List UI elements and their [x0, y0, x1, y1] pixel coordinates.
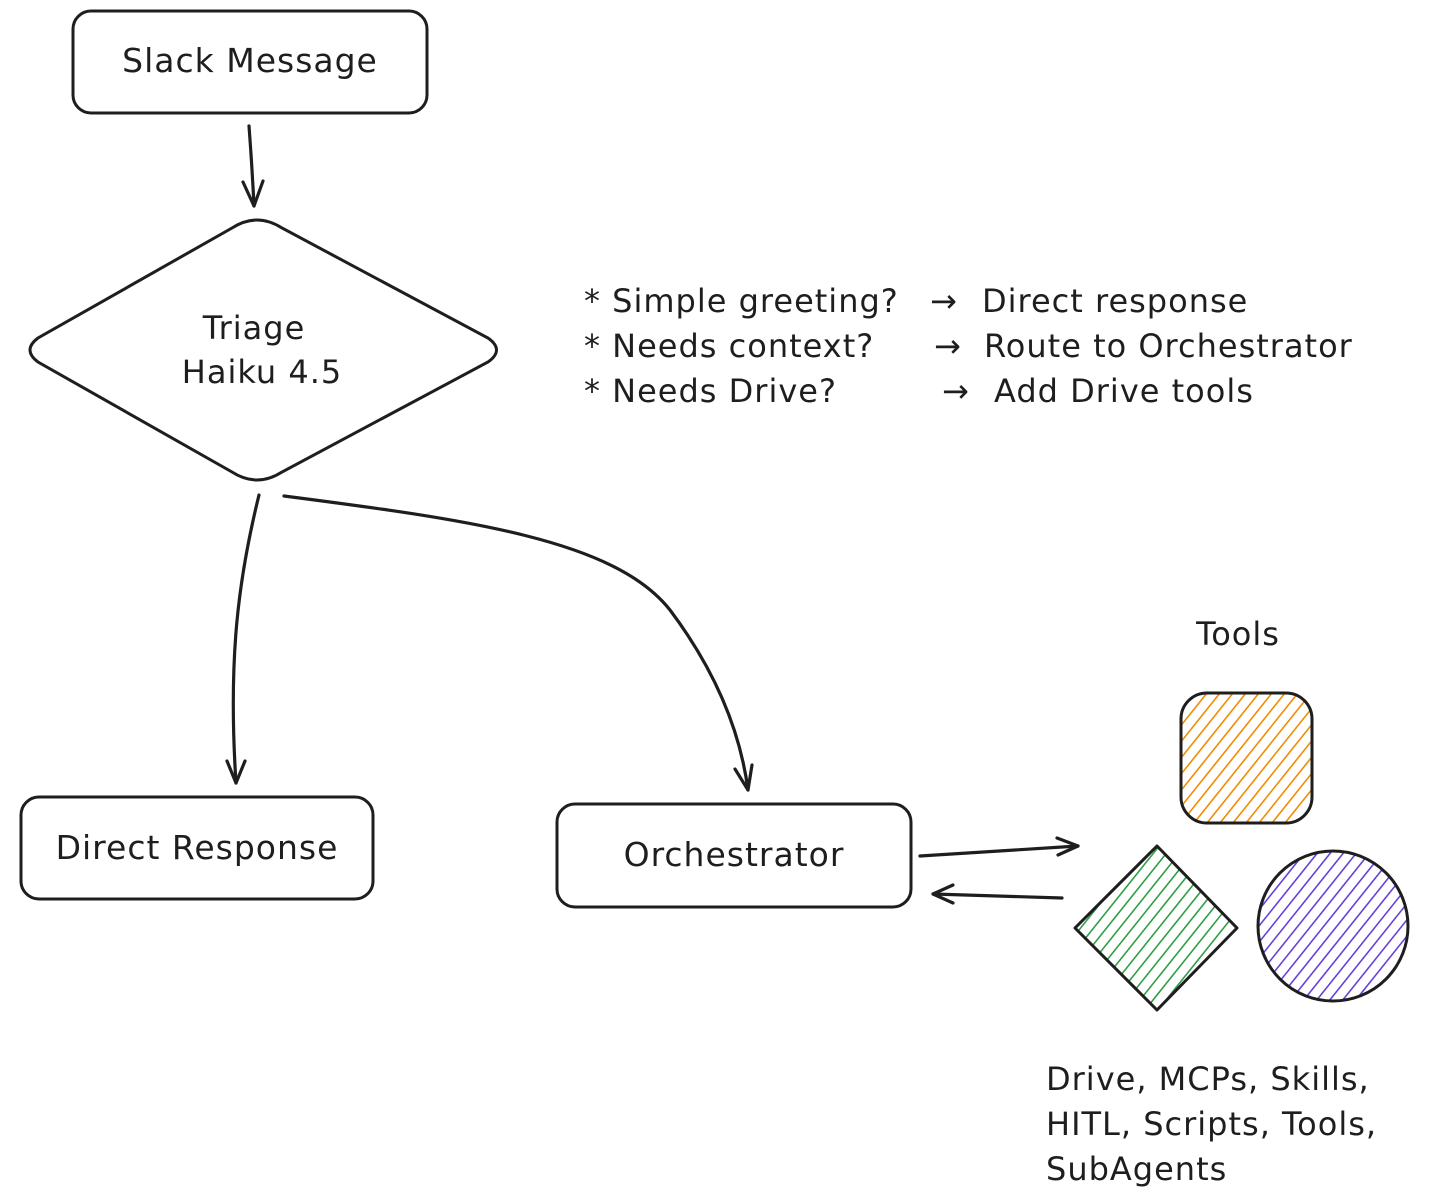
tools-caption-line-2: HITL, Scripts, Tools, [1046, 1105, 1377, 1143]
square-hatch-line [1181, 693, 1182, 823]
diamond-hatch-line [1075, 846, 1108, 1010]
edge-slack-to-triage [241, 124, 265, 208]
square-hatch-line [1181, 693, 1208, 823]
circle-hatch-line [1258, 851, 1307, 1001]
diamond-hatch-line [1075, 846, 1173, 1010]
square-hatch-line [1245, 693, 1312, 823]
edge-triage-to-orchestrator [282, 494, 754, 792]
square-hatch-line [1206, 693, 1312, 823]
circle-hatch-line [1393, 851, 1408, 1001]
diamond-hatch-line [911, 846, 1042, 1010]
diamond-hatch-line [1157, 846, 1237, 1010]
rule-1-arrow: → [930, 282, 958, 320]
tool-square-shape [1051, 691, 1314, 825]
rule-3-condition: * Needs Drive? [584, 372, 837, 410]
square-hatch-line [1181, 693, 1286, 823]
square-hatch-line [1193, 693, 1299, 823]
diamond-hatch-line [1131, 846, 1237, 1010]
edge-orchestrator-to-tools [918, 836, 1080, 858]
circle-hatch-line [1258, 851, 1346, 1001]
triage-rules: * Simple greeting? → Direct response * N… [584, 282, 1353, 410]
diamond-hatch-line [1079, 846, 1212, 1010]
triage-decision-node: Triage Haiku 4.5 [28, 218, 498, 482]
tools-caption-line-1: Drive, MCPs, Skills, [1046, 1060, 1370, 1098]
square-hatch-line [1064, 693, 1168, 823]
square-hatch-line [1181, 693, 1234, 823]
diamond-hatch-line [924, 846, 1055, 1010]
diamond-hatch-line [1075, 846, 1121, 1010]
circle-hatch-line [1315, 851, 1408, 1001]
circle-hatch-line [1121, 851, 1241, 1001]
circle-hatch-line [1276, 851, 1398, 1001]
circle-hatch-line [1258, 851, 1268, 1001]
square-hatch-line [1181, 693, 1273, 823]
circle-hatch-line [1302, 851, 1408, 1001]
tools-caption: Drive, MCPs, Skills, HITL, Scripts, Tool… [1046, 1060, 1377, 1188]
circle-hatch-line [1258, 851, 1372, 1001]
square-hatch-line [1310, 693, 1312, 823]
rule-3-arrow: → [942, 372, 970, 410]
square-hatch-line [1181, 693, 1221, 823]
circle-hatch-line [1354, 851, 1408, 1001]
rule-2-condition: * Needs context? [584, 327, 874, 365]
circle-hatch-line [1328, 851, 1408, 1001]
rule-1-outcome: Direct response [982, 282, 1248, 320]
triage-label: Triage [202, 309, 306, 347]
circle-hatch-line [1258, 851, 1281, 1001]
square-hatch-line [1232, 693, 1312, 823]
triage-model-label: Haiku 4.5 [182, 353, 342, 391]
slack-message-node: Slack Message [71, 9, 429, 115]
rule-2-outcome: Route to Orchestrator [984, 327, 1353, 365]
slack-message-label: Slack Message [122, 41, 378, 80]
square-hatch-line [1271, 693, 1312, 823]
circle-hatch-line [1406, 851, 1408, 1001]
diamond-hatch-line [937, 846, 1068, 1010]
rule-2-arrow: → [934, 327, 962, 365]
diamond-hatch-line [1075, 846, 1134, 1010]
square-hatch-line [1181, 693, 1247, 823]
circle-hatch-line [1341, 851, 1408, 1001]
tool-diamond-shape [911, 844, 1239, 1012]
square-hatch-line [1219, 693, 1312, 823]
diamond-hatch-line [1075, 846, 1147, 1010]
direct-response-node: Direct Response [19, 795, 375, 901]
rule-1-condition: * Simple greeting? [584, 282, 899, 320]
square-hatch-line [1284, 693, 1312, 823]
orchestrator-node: Orchestrator [555, 802, 913, 909]
diamond-hatch-line [1144, 846, 1237, 1010]
circle-hatch-line [1258, 851, 1333, 1001]
direct-response-label: Direct Response [56, 828, 339, 867]
tools-caption-line-3: SubAgents [1046, 1150, 1227, 1188]
circle-hatch-line [1289, 851, 1408, 1001]
circle-hatch-line [1258, 851, 1359, 1001]
edge-triage-to-direct-response [225, 493, 261, 785]
square-hatch-line [1181, 693, 1195, 823]
circle-hatch-line [1263, 851, 1385, 1001]
orchestrator-label: Orchestrator [624, 835, 845, 874]
diamond-hatch-line [1092, 846, 1225, 1010]
tools-title: Tools [1195, 615, 1280, 653]
square-hatch-line [1181, 693, 1260, 823]
tool-circle-shape [1121, 849, 1410, 1003]
circle-hatch-line [1367, 851, 1408, 1001]
square-hatch-line [1051, 693, 1155, 823]
edge-tools-to-orchestrator [931, 883, 1064, 905]
diamond-hatch-line [1075, 846, 1160, 1010]
square-hatch-line [1297, 693, 1312, 823]
diamond-hatch-line [1075, 846, 1082, 1010]
rule-3-outcome: Add Drive tools [994, 372, 1254, 410]
diamond-hatch-line [1105, 846, 1237, 1010]
